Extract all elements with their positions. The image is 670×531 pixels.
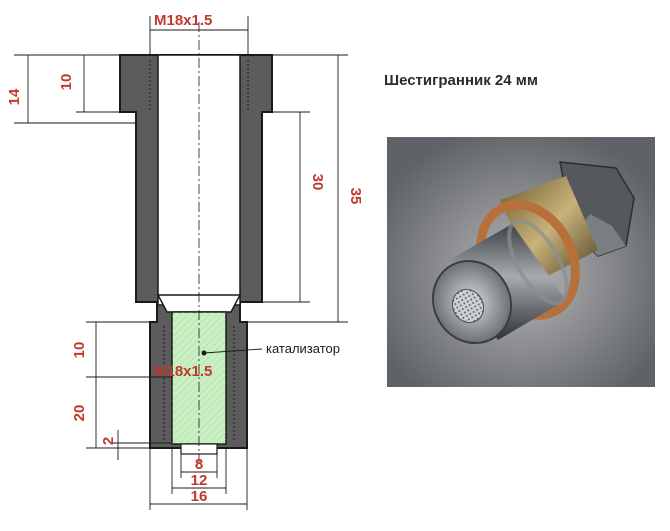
upper-thread — [149, 60, 249, 110]
dimension-16: 16 — [191, 488, 208, 505]
hex-size-note: Шестигранник 24 мм — [384, 72, 538, 89]
dimension-30: 30 — [309, 174, 326, 191]
dimension-10-top: 10 — [58, 74, 75, 91]
catalyst-label: катализатор — [266, 341, 340, 356]
dimension-20: 20 — [71, 405, 88, 422]
steel-thread-ring — [507, 218, 569, 306]
catalyst-leader-dot — [201, 350, 207, 356]
adapter-cross-section — [119, 22, 273, 470]
mesh-screen — [451, 288, 485, 324]
dimension-14: 14 — [6, 88, 23, 105]
lower-thread — [163, 326, 235, 440]
product-photo — [387, 137, 655, 387]
thread-bottom-label: M18x1.5 — [154, 363, 212, 380]
thread-top-label: M18x1.5 — [154, 12, 212, 29]
dimension-2: 2 — [100, 437, 117, 445]
steel-cylinder — [446, 224, 566, 340]
dimension-12: 12 — [191, 472, 208, 489]
dimension-10-mid: 10 — [71, 342, 88, 359]
dimension-lines — [14, 16, 348, 510]
dimension-35: 35 — [347, 188, 364, 205]
bore-taper — [156, 294, 242, 313]
dimension-8: 8 — [195, 456, 203, 473]
